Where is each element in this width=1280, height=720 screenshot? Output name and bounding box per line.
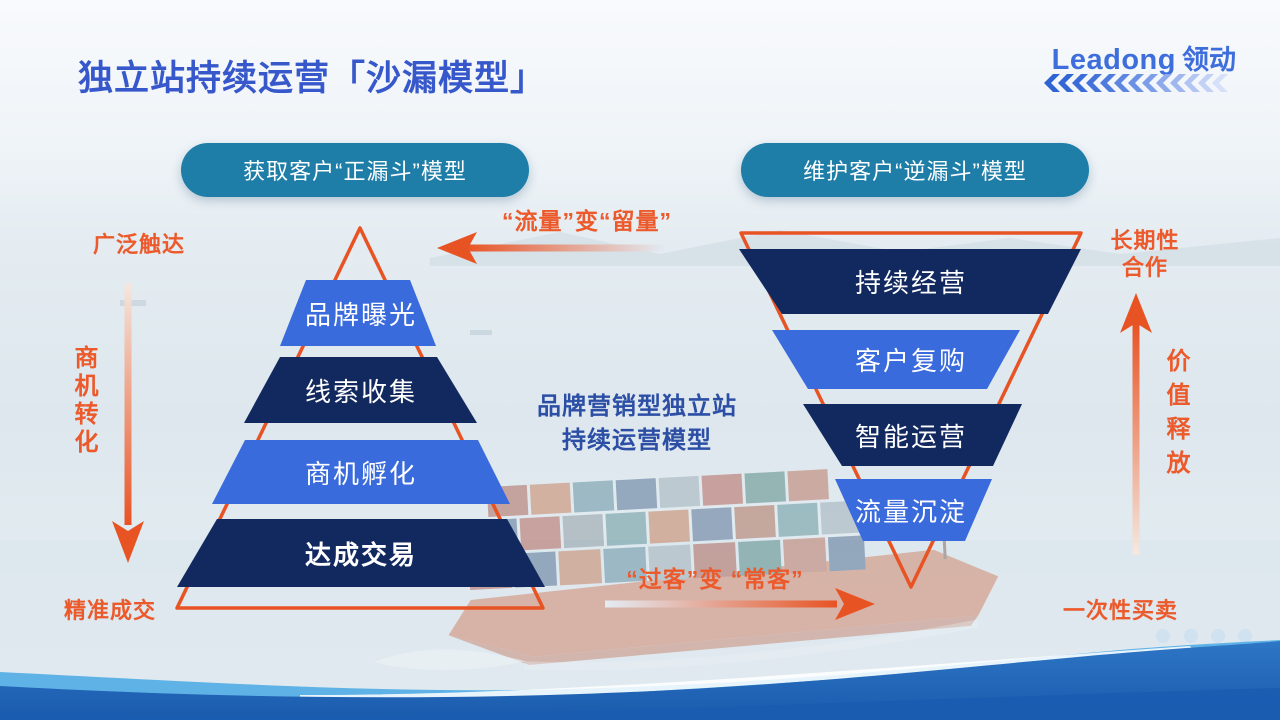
brand-logo-text-en: Leadong (1051, 44, 1176, 76)
left-funnel-level-2-label: 线索收集 (304, 376, 417, 407)
left-funnel-level-4: 达成交易 (177, 519, 545, 587)
bottom-wave-decoration (0, 629, 1280, 720)
top-arrow-label: “流量”变“留量” (502, 208, 672, 234)
left-funnel-header: 获取客户“正漏斗”模型 (181, 143, 529, 197)
left-side-label: 商机转化 (70, 345, 97, 457)
left-funnel-level-2: 线索收集 (244, 357, 477, 423)
left-funnel-level-1-label: 品牌曝光 (304, 299, 417, 330)
center-caption: 品牌营销型独立站 持续运营模型 (512, 390, 762, 458)
right-side-label: 价值释放 (1162, 348, 1189, 484)
brand-logo: Leadong 领动 (1052, 38, 1236, 77)
up-arrow-icon (1120, 293, 1152, 555)
right-funnel-level-3: 智能运营 (803, 404, 1022, 466)
page-title: 独立站持续运营「沙漏模型」 (78, 59, 547, 98)
bottom-arrow-label: “过客”变 “常客” (626, 566, 804, 592)
right-bottom-label: 一次性买卖 (1063, 598, 1179, 623)
left-funnel-level-1: 品牌曝光 (280, 280, 436, 346)
right-top-label-line2: 合作 (1121, 255, 1168, 280)
right-funnel-level-1: 持续经营 (739, 249, 1081, 314)
left-top-label: 广泛触达 (93, 232, 186, 257)
right-funnel: 持续经营 客户复购 智能运营 流量沉淀 (735, 229, 1087, 593)
brand-logo-text-cn: 领动 (1182, 45, 1236, 75)
left-funnel-level-3: 商机孵化 (212, 440, 510, 504)
right-funnel-level-4-label: 流量沉淀 (854, 496, 967, 527)
right-funnel-level-1-label: 持续经营 (854, 268, 967, 298)
right-arrow-icon (605, 588, 875, 620)
right-top-label: 长期性 合作 (1100, 227, 1190, 281)
left-funnel: 品牌曝光 线索收集 商机孵化 达成交易 (175, 224, 547, 614)
left-arrow-icon (437, 232, 665, 264)
center-caption-line2: 持续运营模型 (562, 427, 712, 454)
right-funnel-level-4: 流量沉淀 (835, 479, 992, 541)
right-funnel-header: 维护客户“逆漏斗”模型 (741, 143, 1089, 197)
logo-chevrons-icon (1044, 74, 1228, 92)
center-caption-line1: 品牌营销型独立站 (537, 393, 737, 420)
left-funnel-level-4-label: 达成交易 (304, 539, 417, 570)
right-funnel-level-2: 客户复购 (772, 330, 1020, 389)
right-top-label-line1: 长期性 (1110, 228, 1180, 253)
left-funnel-level-3-label: 商机孵化 (304, 458, 417, 489)
right-funnel-level-2-label: 客户复购 (854, 346, 967, 376)
left-bottom-label: 精准成交 (64, 598, 157, 623)
right-funnel-level-3-label: 智能运营 (854, 421, 967, 452)
down-arrow-icon (112, 283, 144, 563)
